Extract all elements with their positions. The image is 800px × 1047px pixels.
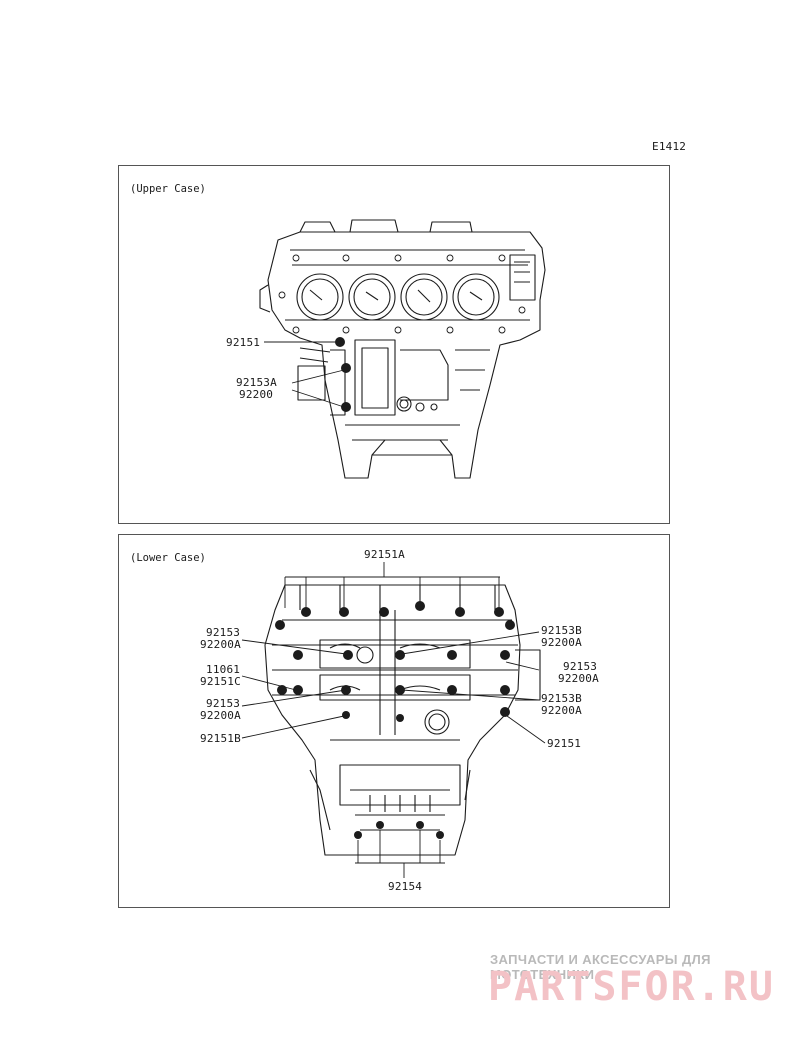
watermark-tagline: ЗАПЧАСТИ И АКСЕССУАРЫ ДЛЯ МОТОТЕХНИКИ <box>490 952 711 982</box>
lower-case-panel <box>118 534 670 908</box>
part-label-top: 92151A <box>364 548 405 561</box>
part-label-r3a: 92153B <box>541 692 582 705</box>
lower-case-title: (Lower Case) <box>130 552 206 564</box>
part-label-l2a: 11061 <box>206 663 241 676</box>
part-label-l3b: 92200A <box>200 709 241 722</box>
part-label-92200: 92200 <box>239 388 274 401</box>
upper-case-title: (Upper Case) <box>130 183 206 195</box>
part-label-r1a: 92153B <box>541 624 582 637</box>
diagram-id: E1412 <box>652 140 687 153</box>
lower-crankcase-art <box>264 584 541 856</box>
part-label-l2b: 92151C <box>200 675 241 688</box>
watermark-logo: PARTSFOR.RU <box>488 964 775 1010</box>
part-label-l3a: 92153 <box>206 697 241 710</box>
part-label-r1b: 92200A <box>541 636 582 649</box>
part-label-92151-upper: 92151 <box>226 336 261 349</box>
leader-lines <box>241 341 546 878</box>
part-label-l1b: 92200A <box>200 638 241 651</box>
part-label-bottom: 92154 <box>388 880 423 893</box>
part-label-r2a: 92153 <box>563 660 598 673</box>
part-label-r3b: 92200A <box>541 704 582 717</box>
part-label-l1a: 92153 <box>206 626 241 639</box>
upper-crankcase-art <box>259 219 546 479</box>
part-label-r4: 92151 <box>547 737 582 750</box>
part-label-92153a: 92153A <box>236 376 277 389</box>
upper-case-panel <box>118 165 670 524</box>
part-label-r2b: 92200A <box>558 672 599 685</box>
part-label-l4: 92151B <box>200 732 241 745</box>
